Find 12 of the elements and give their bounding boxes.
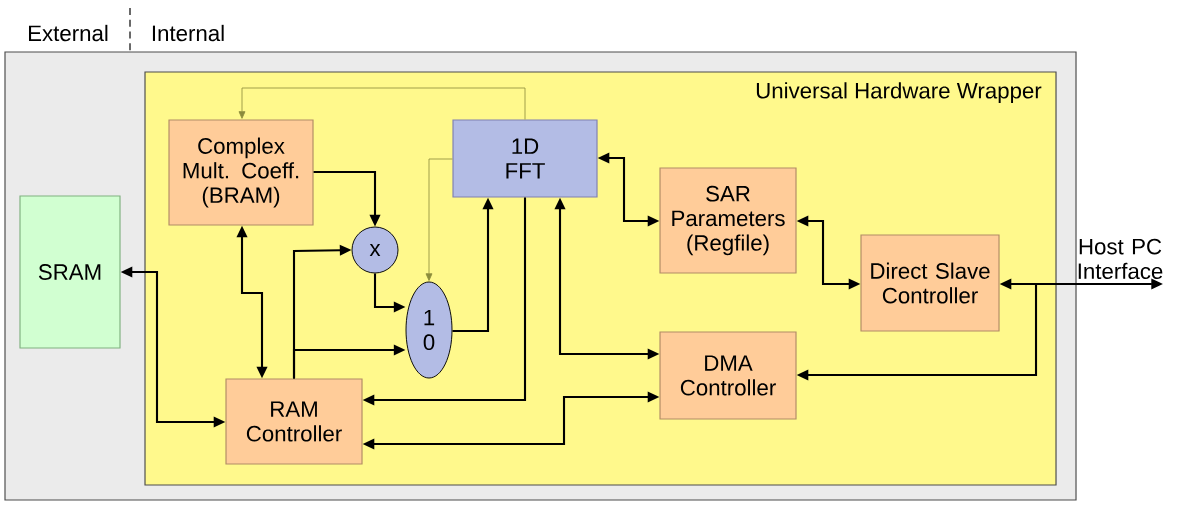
memory-box: SRAM [19,195,121,349]
region-label: External [29,24,108,42]
block-box: DMA Controller [659,331,797,420]
block-box: 1D FFT [452,119,598,198]
block-box: Complex Mult. Coeff. (BRAM) [168,119,314,226]
interface-label: Host PC Interface [1078,238,1163,280]
block-box: RAM Controller [225,378,363,465]
region-label: Internal [152,24,224,42]
arrow [425,158,453,281]
block-box: Direct Slave Controller [860,234,1000,332]
block-box: SAR Parameters (Regfile) [659,167,797,274]
arrow [238,87,526,120]
